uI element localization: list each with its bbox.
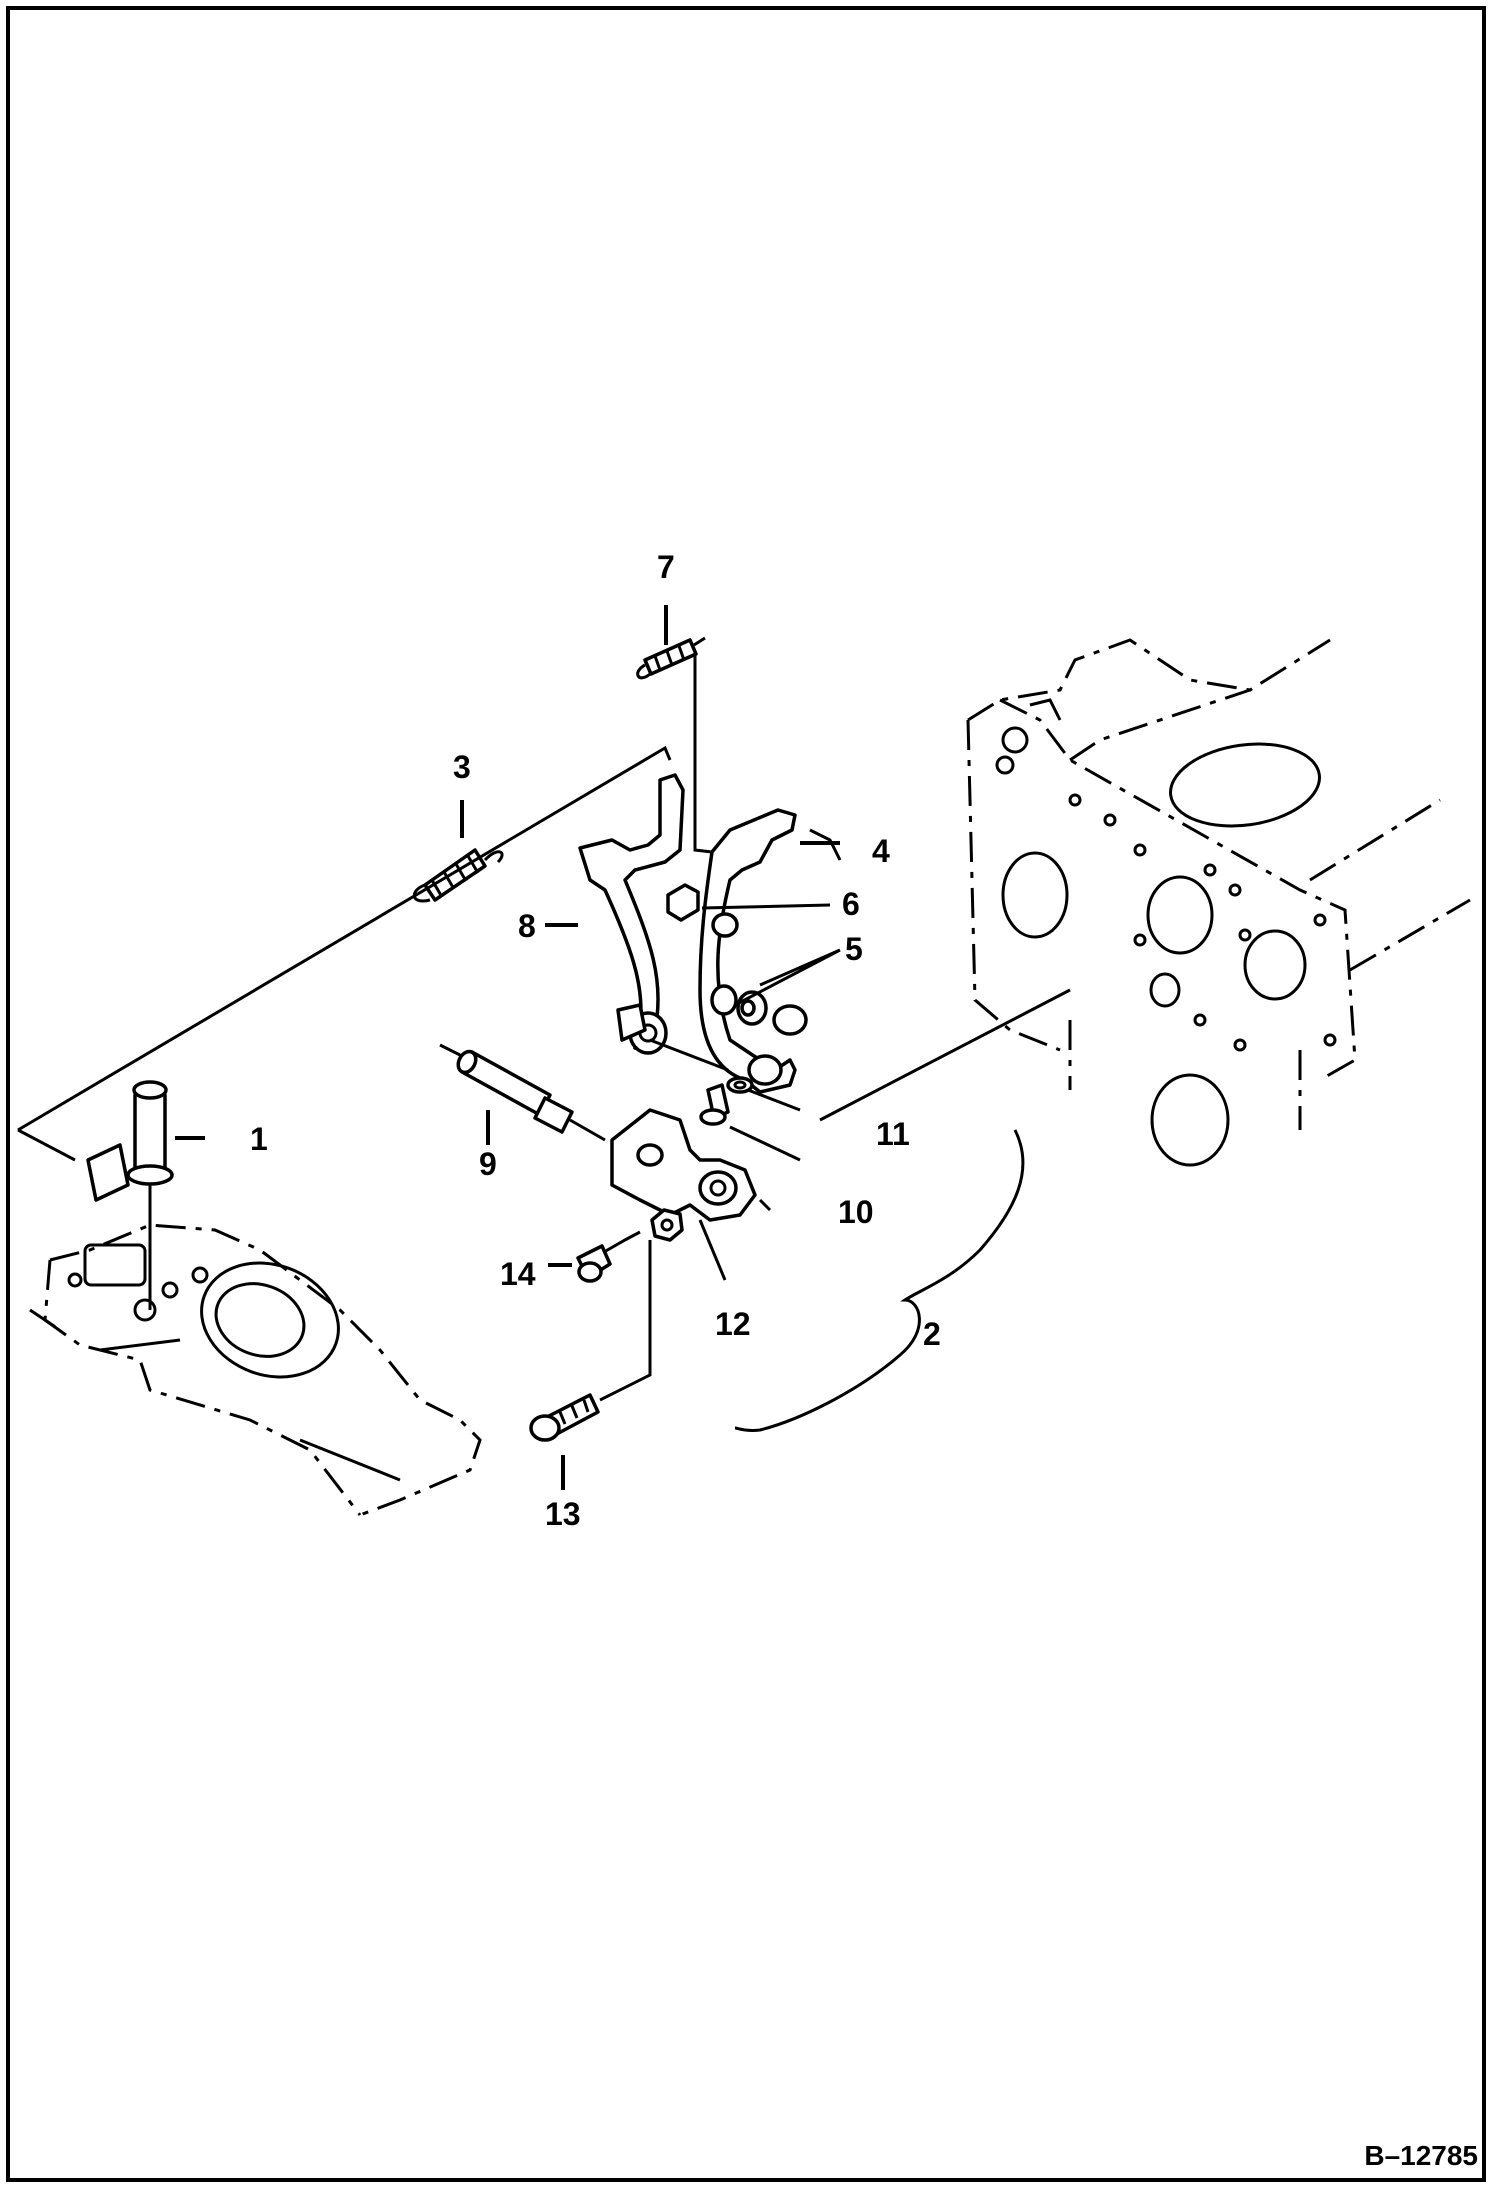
callout-11: 11 (876, 1116, 910, 1152)
washer-11 (726, 988, 1071, 1122)
bolt-10 (699, 1083, 801, 1162)
spring-3 (412, 848, 504, 903)
link-line-left-2 (17, 1128, 76, 1162)
gear-case-housing (966, 638, 1471, 1167)
callout-1: 1 (250, 1121, 268, 1157)
screw-14 (576, 1230, 641, 1283)
lever-8 (578, 773, 685, 1055)
page-border (6, 6, 1486, 2182)
callout-7: 7 (657, 549, 675, 585)
callout-5: 5 (845, 931, 863, 967)
lever-4 (698, 808, 842, 1094)
callout-3: 3 (453, 749, 471, 785)
collars-5 (710, 984, 768, 1026)
link-line-left (17, 745, 672, 1132)
lever-support-block (610, 1108, 772, 1222)
callout-labels: 1 2 3 4 5 6 7 8 9 10 11 12 13 14 (250, 549, 941, 1532)
governor-shaft (86, 1080, 174, 1310)
callout-12: 12 (715, 1306, 751, 1342)
screw-13 (529, 1393, 600, 1442)
spring-7 (636, 636, 713, 854)
reference-code: B–12785 (1364, 2140, 1478, 2171)
callout-9: 9 (479, 1146, 497, 1182)
callout-10: 10 (838, 1194, 874, 1230)
callout-8: 8 (518, 908, 536, 944)
callout-2: 2 (923, 1316, 941, 1352)
bracket-2 (734, 1129, 1025, 1433)
gear-case-cover (29, 1223, 482, 1517)
callout-14: 14 (500, 1256, 536, 1292)
callout-6: 6 (842, 886, 860, 922)
callout-4: 4 (872, 833, 890, 869)
leader-lines (175, 605, 841, 1490)
callout-13: 13 (545, 1496, 581, 1532)
nut-12 (599, 1208, 684, 1402)
pin-9 (439, 1043, 606, 1142)
link-line-8-4 (649, 1038, 729, 1072)
nut-6 (666, 883, 700, 922)
